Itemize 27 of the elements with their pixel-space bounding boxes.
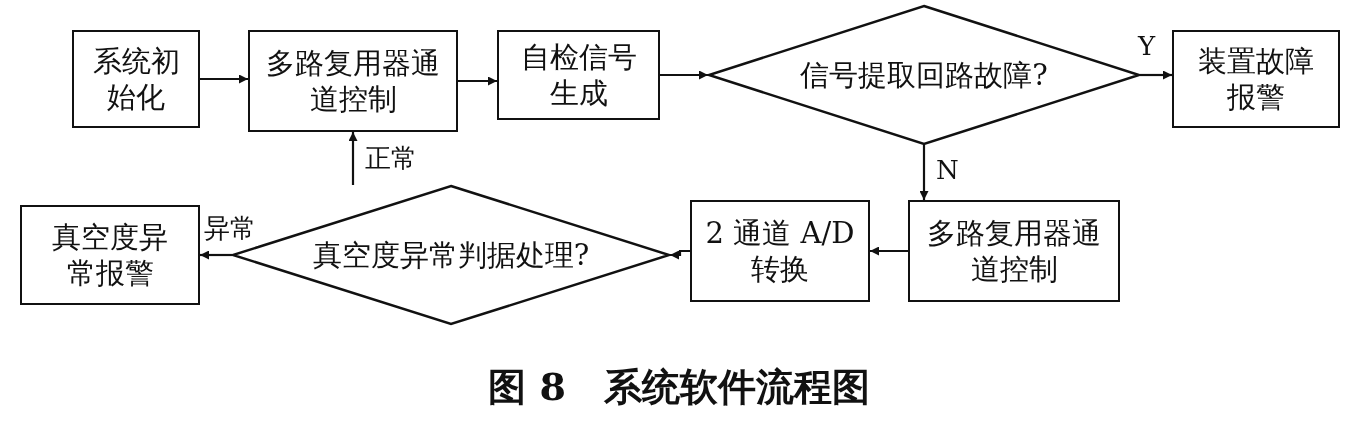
process-box (908, 200, 1120, 302)
arrow (200, 250, 232, 260)
node-text: 装置故障报警 (1197, 42, 1315, 116)
arrow (1140, 70, 1172, 80)
process-box (497, 30, 660, 120)
arrow (670, 249, 690, 260)
node-text: 多路复用器通道控制 (265, 44, 441, 118)
process-box (690, 200, 870, 302)
node-text: 系统初始化 (91, 42, 181, 116)
arrow (870, 246, 908, 256)
process-box (72, 30, 200, 128)
process-box (1172, 30, 1340, 128)
node-text: 真空度异常判据处理? (311, 236, 591, 274)
arrow (200, 74, 248, 84)
process-box (248, 30, 458, 132)
arrow (458, 76, 497, 86)
figure-caption: 图 8 系统软件流程图 (488, 364, 870, 409)
arrow (660, 70, 708, 80)
node-text: 真空度异常报警 (51, 218, 169, 292)
node-text: 2 通道 A/D 转换 (704, 214, 856, 288)
node-text: 自检信号生成 (519, 38, 638, 112)
arrow (348, 132, 358, 185)
arrow (919, 145, 929, 200)
decision-diamond (232, 185, 670, 325)
node-text: 信号提取回路故障? (799, 56, 1049, 94)
node-text: 多路复用器通道控制 (926, 214, 1102, 288)
process-box (20, 205, 200, 305)
